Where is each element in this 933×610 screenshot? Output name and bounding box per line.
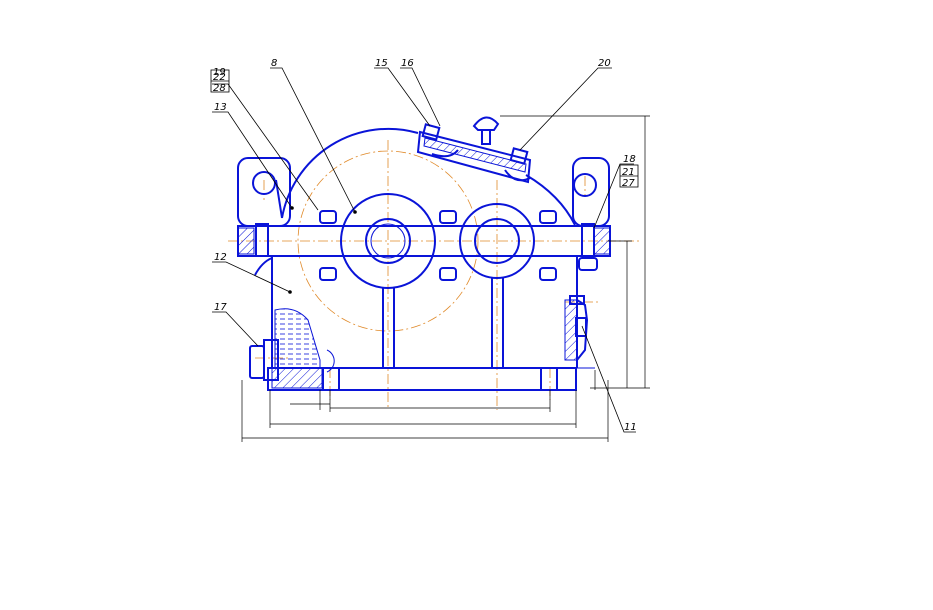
label-20: 20	[598, 58, 611, 69]
bolt-3	[539, 210, 557, 281]
label-22-text: 22	[213, 72, 226, 83]
oil-sump-section	[249, 308, 335, 389]
label-8: 8	[271, 58, 277, 69]
label-18: 18	[623, 154, 636, 165]
label-13: 13	[214, 102, 227, 113]
inspection-cover	[416, 116, 532, 184]
bolt-1	[319, 210, 337, 281]
label-21: 21	[622, 167, 635, 178]
oil-gauge-section	[564, 295, 589, 361]
flange-bolts	[319, 210, 598, 281]
position-dots	[288, 206, 357, 294]
leader-lines	[212, 67, 636, 433]
dowel-pin	[255, 223, 269, 257]
bolt-2	[439, 210, 457, 281]
label-15: 15	[375, 58, 388, 69]
label-11: 11	[624, 422, 637, 433]
flange-bolt-right	[581, 223, 595, 257]
label-19: 19	[213, 67, 226, 78]
label-28: 28	[213, 83, 226, 94]
part-labels: 19 22 22 28 13 8 15 16 20 18 21 27 12 17…	[210, 58, 639, 433]
label-12: 12	[214, 252, 227, 263]
label-17: 17	[214, 302, 227, 313]
lifting-lug-hole-right	[573, 173, 597, 197]
drain-plug	[249, 339, 279, 381]
dimension-lines	[241, 115, 650, 442]
split-flange	[237, 223, 611, 257]
bearing-bosses	[340, 193, 535, 289]
label-27: 27	[622, 178, 635, 189]
bolt-4	[578, 257, 598, 271]
breather	[472, 116, 500, 145]
label-16: 16	[401, 58, 414, 69]
